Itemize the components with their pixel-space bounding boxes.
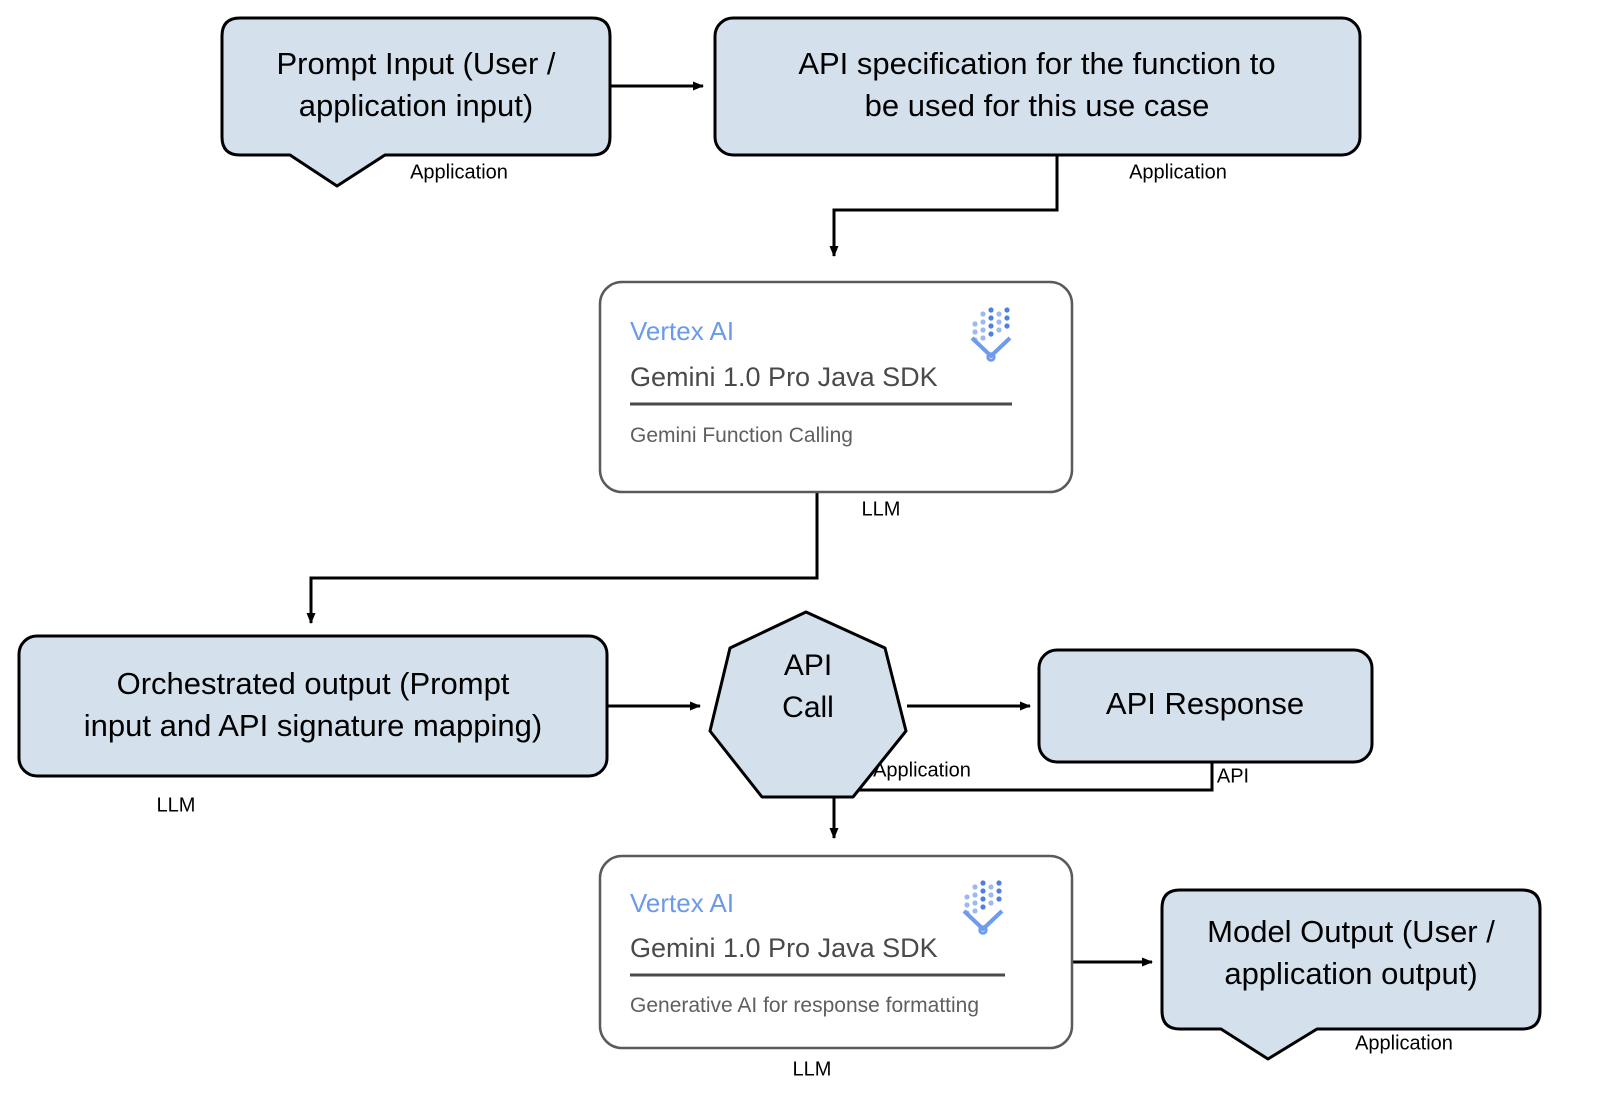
vertex-card-bottom-subtitle: Gemini 1.0 Pro Java SDK bbox=[630, 933, 938, 963]
api-spec-label-line1: API specification for the function to bbox=[798, 46, 1275, 81]
orchestrated-output-label-line1: Orchestrated output (Prompt bbox=[117, 666, 510, 701]
api-call-label-line2: Call bbox=[782, 691, 834, 724]
tag-prompt-input-application: Application bbox=[410, 161, 508, 183]
api-spec-box-shape bbox=[713, 16, 1362, 157]
connector-apispec-to-vertex-top bbox=[829, 156, 1059, 257]
orchestrated-output-box-shape bbox=[17, 634, 609, 778]
vertex-card-bottom-shape bbox=[598, 854, 1074, 1050]
orchestrated-output-label-line2: input and API signature mapping) bbox=[84, 708, 542, 743]
prompt-input-label-line1: Prompt Input (User / bbox=[276, 46, 555, 81]
tag-vertex-card-top-llm: LLM bbox=[862, 498, 901, 520]
node-api-call[interactable]: API Call bbox=[708, 610, 908, 799]
api-spec-label-line2: be used for this use case bbox=[865, 88, 1210, 123]
vertex-card-top-subtitle: Gemini 1.0 Pro Java SDK bbox=[630, 362, 938, 392]
tag-orchestrated-output-llm: LLM bbox=[157, 794, 196, 816]
vertex-card-top-footer: Gemini Function Calling bbox=[630, 424, 853, 447]
connector-apiresponse-to-vertex-bottom bbox=[829, 762, 1214, 839]
api-response-label: API Response bbox=[1106, 686, 1304, 721]
node-api-spec[interactable]: API specification for the function to be… bbox=[713, 16, 1362, 157]
prompt-input-label-line2: application input) bbox=[299, 88, 533, 123]
vertex-card-top-title: Vertex AI bbox=[630, 316, 734, 346]
api-call-label-line1: API bbox=[784, 649, 832, 682]
api-call-heptagon-shape bbox=[708, 610, 908, 799]
tag-vertex-card-bottom-llm: LLM bbox=[793, 1058, 832, 1080]
node-vertex-card-top[interactable]: Vertex AI Gemini 1.0 Pro Java SDK Gemini… bbox=[598, 280, 1074, 494]
node-vertex-card-bottom[interactable]: Vertex AI Gemini 1.0 Pro Java SDK Genera… bbox=[598, 854, 1074, 1050]
vertex-card-bottom-title: Vertex AI bbox=[630, 888, 734, 918]
model-output-callout-shape bbox=[1160, 888, 1542, 1061]
vertex-ai-logo-icon bbox=[962, 880, 1004, 935]
prompt-input-callout-shape bbox=[220, 16, 612, 188]
tag-model-output-application: Application bbox=[1355, 1032, 1453, 1054]
api-response-box-shape bbox=[1037, 648, 1374, 764]
connector-vertex-top-to-orchestrated bbox=[306, 492, 819, 624]
vertex-card-bottom-footer: Generative AI for response formatting bbox=[630, 994, 979, 1017]
node-api-response[interactable]: API Response bbox=[1037, 648, 1374, 764]
tag-api-spec-application: Application bbox=[1129, 161, 1227, 183]
vertex-ai-logo-icon bbox=[970, 307, 1012, 362]
model-output-label-line2: application output) bbox=[1224, 956, 1477, 991]
node-model-output[interactable]: Model Output (User / application output) bbox=[1160, 888, 1542, 1061]
connectors-layer bbox=[306, 81, 1214, 967]
vertex-card-top-shape bbox=[598, 280, 1074, 494]
tag-api-response-api: API bbox=[1217, 765, 1249, 787]
model-output-label-line1: Model Output (User / bbox=[1207, 914, 1495, 949]
node-orchestrated-output[interactable]: Orchestrated output (Prompt input and AP… bbox=[17, 634, 609, 778]
node-prompt-input[interactable]: Prompt Input (User / application input) bbox=[220, 16, 612, 188]
tag-api-call-application: Application bbox=[873, 759, 971, 781]
